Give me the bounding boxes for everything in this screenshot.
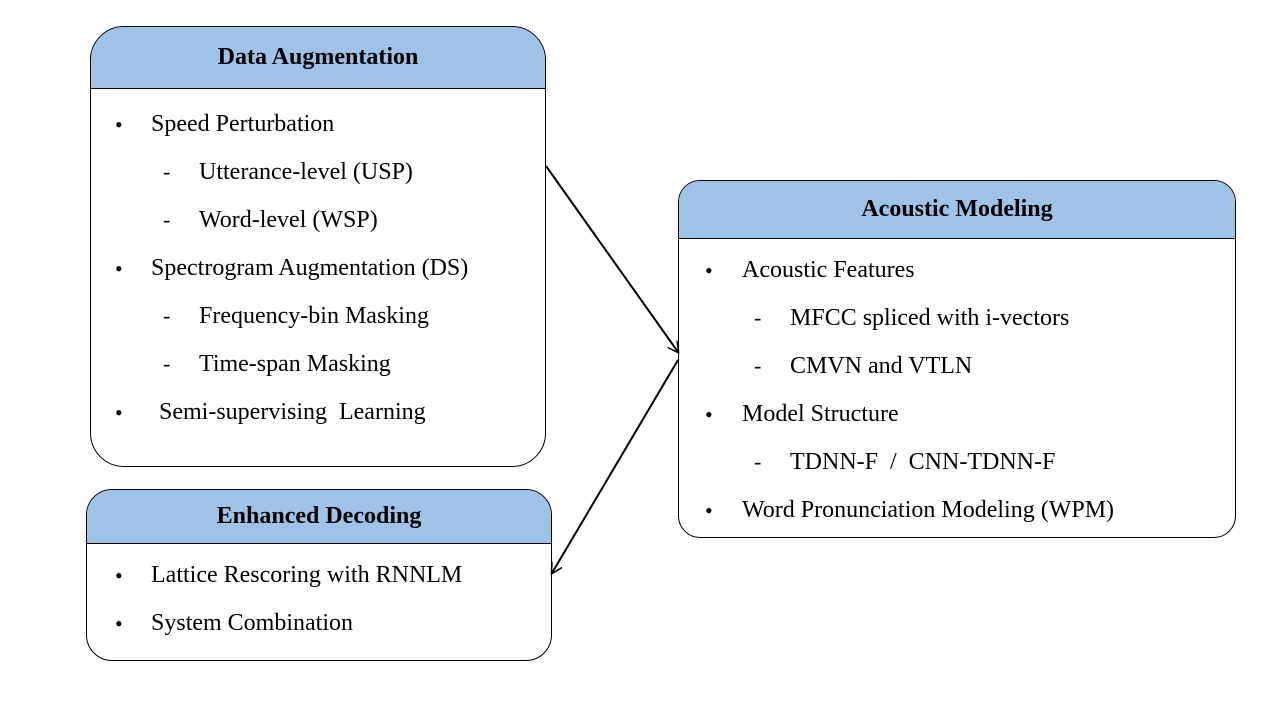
acoustic-modeling-title: Acoustic Modeling: [679, 181, 1235, 239]
bullet-marker: •: [115, 112, 123, 137]
list-item: Utterance-level (USP): [199, 159, 413, 185]
dash-marker: -: [754, 449, 762, 474]
dash-marker: -: [163, 351, 171, 376]
bullet-marker: •: [705, 498, 713, 523]
data-augmentation-title: Data Augmentation: [91, 27, 545, 89]
list-item: Word Pronunciation Modeling (WPM): [742, 497, 1115, 523]
list-item: Lattice Rescoring with RNNLM: [151, 562, 463, 588]
dash-marker: -: [163, 207, 171, 232]
bullet-marker: •: [115, 611, 123, 636]
dash-marker: -: [754, 305, 762, 330]
dash-marker: -: [754, 353, 762, 378]
bullet-marker: •: [705, 402, 713, 427]
arrow-augmentation-to-acoustic: [545, 165, 678, 352]
list-item: Frequency-bin Masking: [199, 303, 429, 329]
data-augmentation-box: Data Augmentation • Speed Perturbation -…: [90, 26, 546, 467]
list-item: Speed Perturbation: [151, 111, 335, 137]
enhanced-decoding-title: Enhanced Decoding: [87, 490, 551, 544]
acoustic-modeling-box: Acoustic Modeling • Acoustic Features - …: [678, 180, 1236, 538]
list-item: System Combination: [151, 610, 354, 636]
dash-marker: -: [163, 159, 171, 184]
list-item: Model Structure: [742, 401, 899, 427]
list-item: Word-level (WSP): [199, 207, 378, 233]
list-item: Time-span Masking: [199, 351, 391, 377]
list-item: Acoustic Features: [742, 257, 915, 283]
bullet-marker: •: [115, 256, 123, 281]
bullet-marker: •: [115, 400, 123, 425]
list-item: MFCC spliced with i-vectors: [790, 305, 1070, 331]
enhanced-decoding-box: Enhanced Decoding • Lattice Rescoring wi…: [86, 489, 552, 661]
list-item: TDNN-F / CNN-TDNN-F: [790, 449, 1056, 475]
bullet-marker: •: [115, 563, 123, 588]
list-item: Semi-supervising Learning: [159, 399, 426, 425]
bullet-marker: •: [705, 258, 713, 283]
list-item: Spectrogram Augmentation (DS): [151, 255, 469, 281]
dash-marker: -: [163, 303, 171, 328]
list-item: CMVN and VTLN: [790, 353, 973, 379]
arrow-acoustic-to-decoding: [552, 359, 679, 573]
